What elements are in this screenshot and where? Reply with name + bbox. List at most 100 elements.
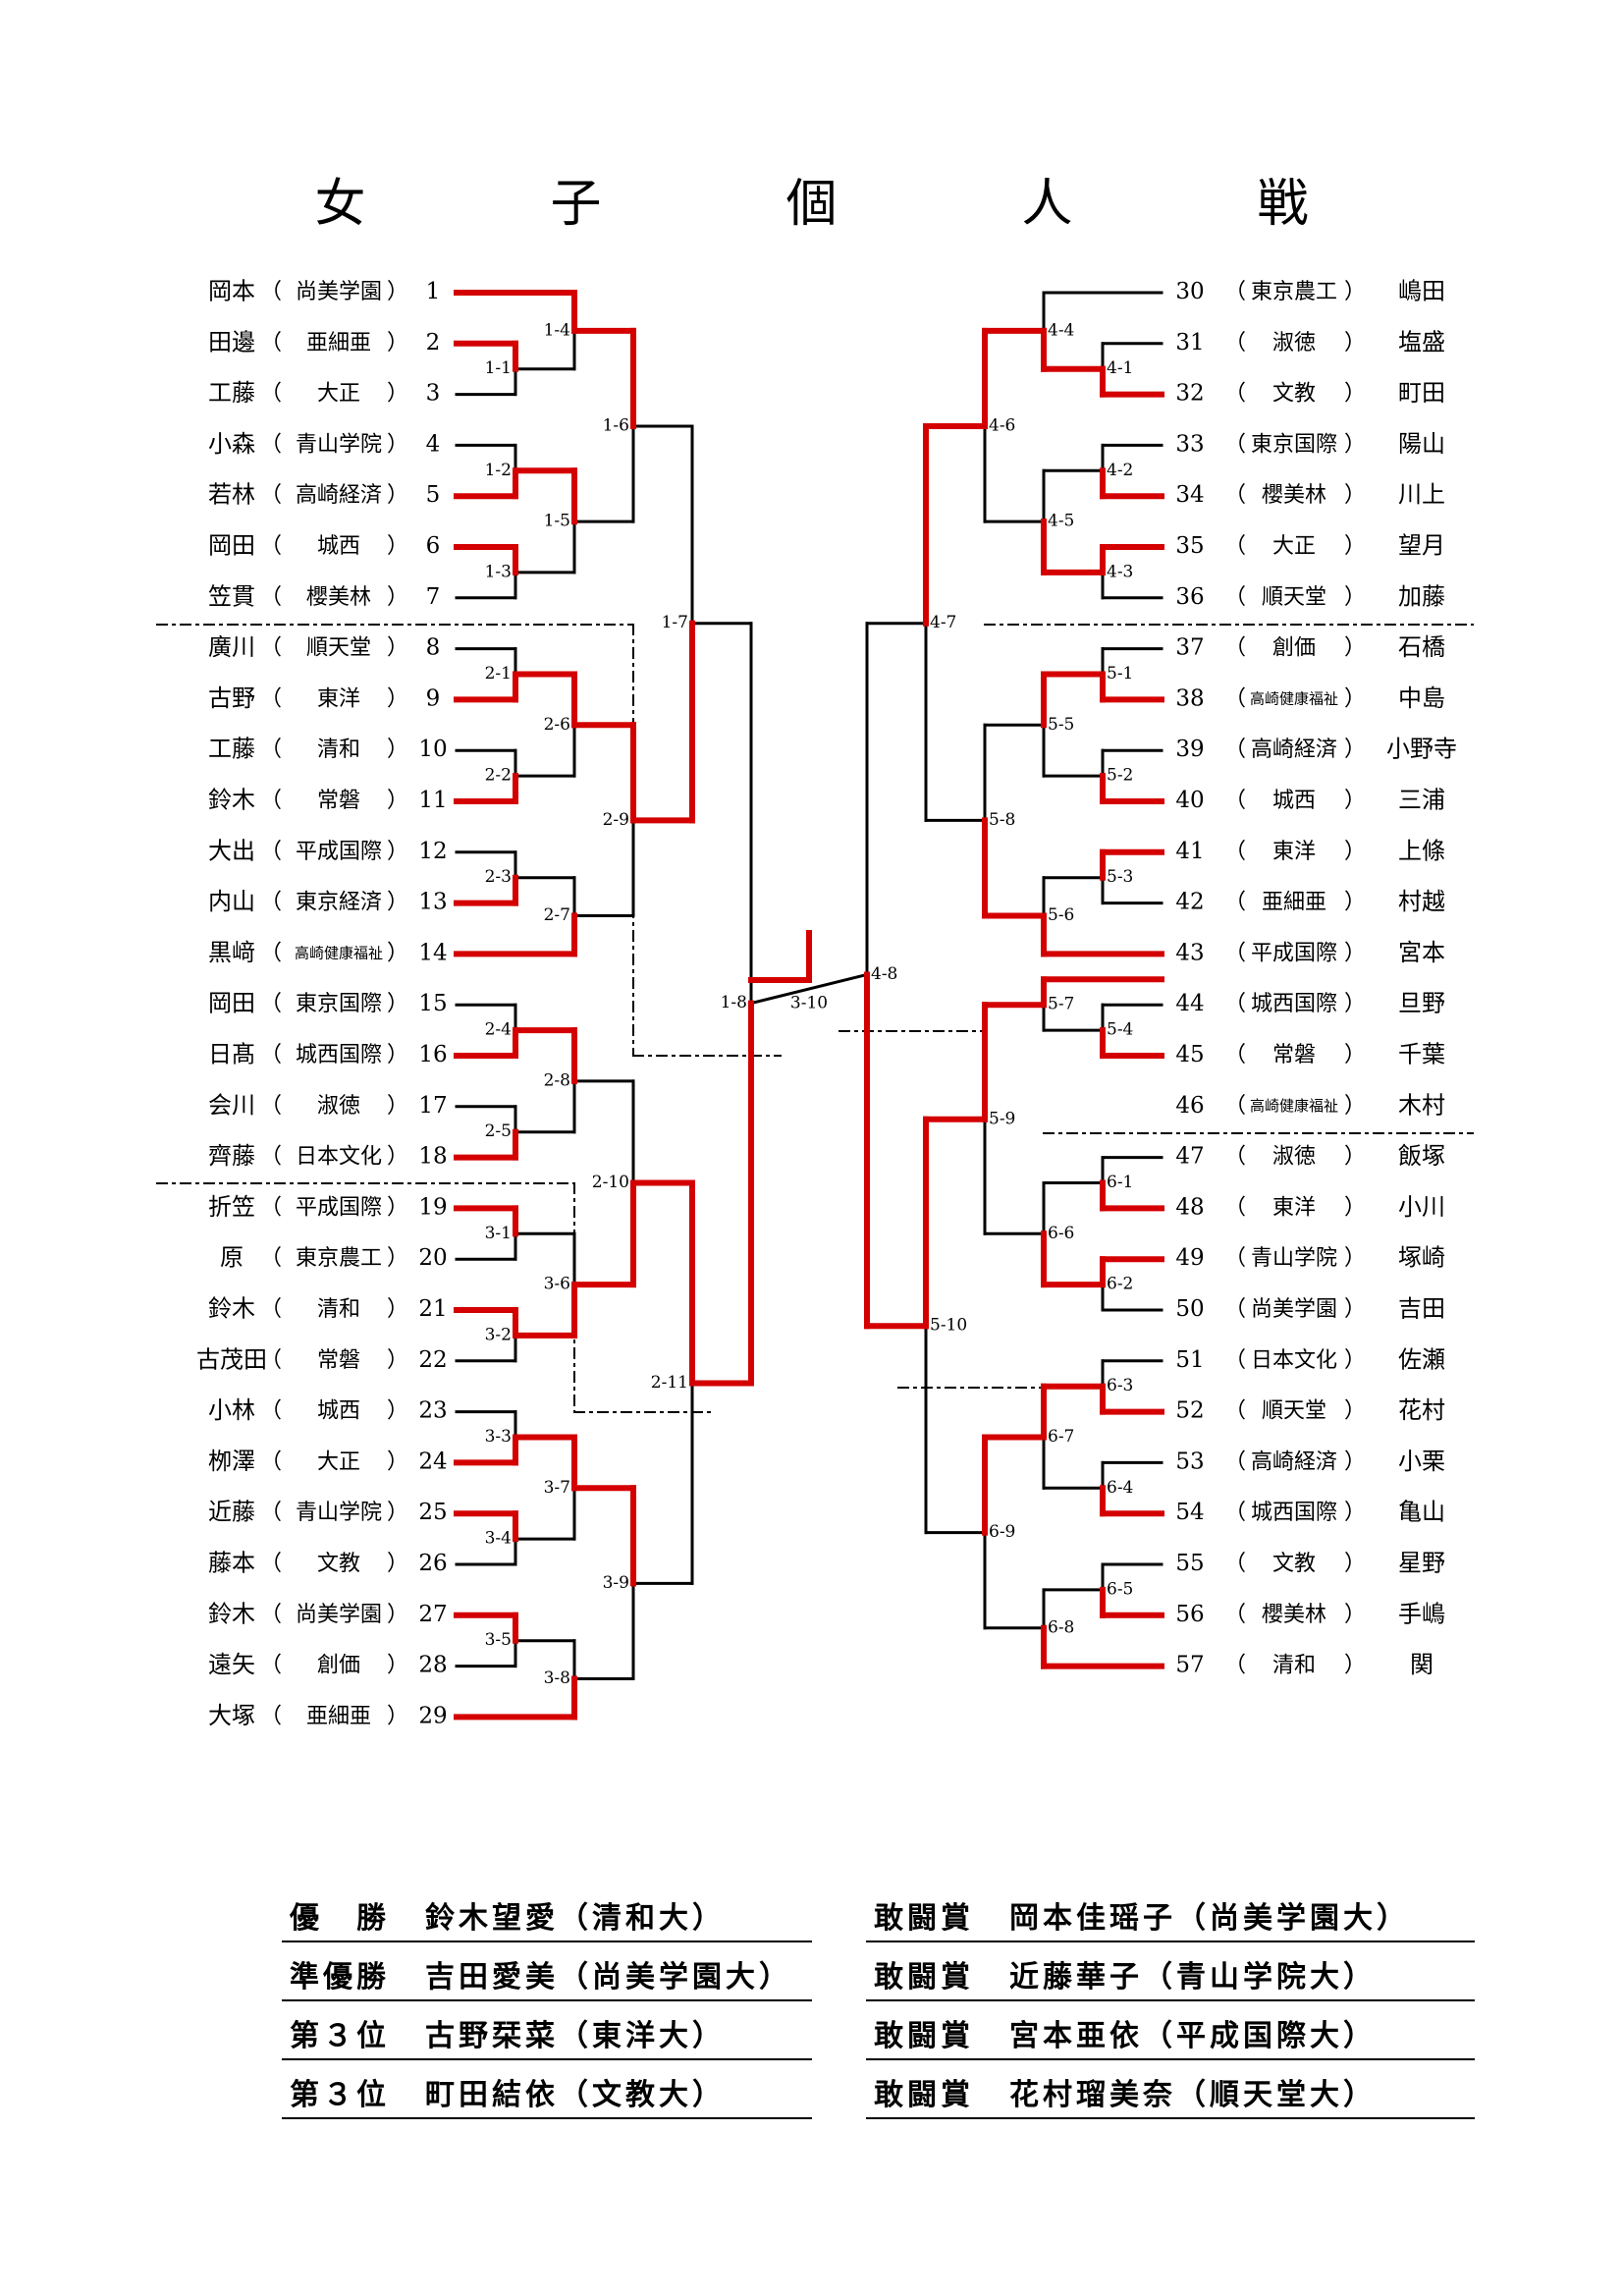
result-label: 敢闘賞 <box>874 2019 974 2053</box>
seed-number: 51 <box>1175 1347 1204 1373</box>
player-name: 工藤 <box>208 379 255 407</box>
paren-close: ） <box>1344 1348 1366 1373</box>
seed-number: 22 <box>418 1347 447 1373</box>
player-name: 岡田 <box>208 990 255 1017</box>
match-label: 1-3 <box>485 562 512 581</box>
player-school: 平成国際 <box>1251 941 1337 965</box>
player-name: 栁澤 <box>208 1448 255 1475</box>
player-school: 青山学院 <box>296 432 382 457</box>
player-school: 平成国際 <box>296 1195 382 1220</box>
paren-close: ） <box>1344 432 1366 457</box>
player-name: 原 <box>220 1244 243 1272</box>
result-name: 古野栞菜（東洋大） <box>425 2019 726 2053</box>
paren-close: ） <box>1344 1195 1366 1220</box>
paren-close: ） <box>1344 1145 1366 1170</box>
player-name: 齊藤 <box>208 1142 255 1170</box>
paren-close: ） <box>1344 1094 1366 1119</box>
paren-open: （ <box>1224 1145 1246 1170</box>
player-school: 清和 <box>1272 1654 1316 1678</box>
paren-open: （ <box>260 1603 282 1627</box>
player-name: 鈴木 <box>208 1600 255 1627</box>
match-label: 4-1 <box>1107 358 1133 378</box>
result-name: 鈴木望愛（清和大） <box>425 1901 726 1936</box>
result-name: 岡本佳瑶子（尚美学園大） <box>1009 1901 1410 1936</box>
match-label: 6-4 <box>1107 1478 1133 1498</box>
page-title: 女 子 個 人 戦 <box>314 175 1376 234</box>
result-label: 第３位 <box>290 2078 390 2112</box>
paren-open: （ <box>1224 1195 1246 1220</box>
paren-close: ） <box>387 686 408 711</box>
seed-number: 48 <box>1175 1194 1204 1220</box>
paren-open: （ <box>260 1094 282 1119</box>
seed-number: 41 <box>1175 839 1204 864</box>
player-school: 高崎経済 <box>1251 738 1337 762</box>
seed-number: 32 <box>1175 381 1204 407</box>
player-name: 加藤 <box>1398 582 1445 610</box>
paren-open: （ <box>260 992 282 1016</box>
paren-close: ） <box>1344 1603 1366 1627</box>
player-name: 千葉 <box>1398 1041 1445 1068</box>
seed-number: 30 <box>1175 279 1204 304</box>
paren-close: ） <box>387 1449 408 1474</box>
paren-close: ） <box>387 1094 408 1119</box>
paren-open: （ <box>1224 534 1246 559</box>
match-label: 2-10 <box>592 1173 629 1192</box>
player-school: 高崎経済 <box>296 483 382 508</box>
paren-open: （ <box>260 1449 282 1474</box>
paren-close: ） <box>387 534 408 559</box>
seed-number: 36 <box>1175 584 1204 610</box>
paren-open: （ <box>1224 941 1246 965</box>
seed-number: 40 <box>1175 788 1204 813</box>
player-school: 大正 <box>317 382 360 407</box>
seed-number: 16 <box>418 1042 447 1067</box>
player-name: 遠矢 <box>208 1651 255 1678</box>
player-school: 常磐 <box>1272 1043 1316 1067</box>
results-table-right: 敢闘賞 岡本佳瑶子（尚美学園大） 敢闘賞 近藤華子（青山学院大） 敢闘賞 宮本亜… <box>866 1884 1475 2119</box>
player-school: 淑徳 <box>1272 331 1316 355</box>
player-school: 文教 <box>1272 1552 1316 1576</box>
paren-open: （ <box>260 280 282 304</box>
paren-close: ） <box>387 1195 408 1220</box>
player-name: 岡田 <box>208 532 255 560</box>
match-label: 5-3 <box>1107 867 1133 887</box>
seed-number: 27 <box>418 1602 447 1627</box>
player-school: 高崎健康福祉 <box>1250 1097 1338 1115</box>
paren-close: ） <box>1344 1552 1366 1576</box>
paren-close: ） <box>1344 1654 1366 1678</box>
seed-number: 29 <box>418 1703 447 1728</box>
result-label: 準優勝 <box>290 1960 390 1995</box>
paren-close: ） <box>387 585 408 610</box>
seed-number: 24 <box>418 1449 447 1474</box>
paren-close: ） <box>1344 534 1366 559</box>
paren-close: ） <box>387 432 408 457</box>
player-name: 鈴木 <box>208 787 255 814</box>
match-label: 3-3 <box>485 1427 512 1447</box>
player-name: 嶋田 <box>1398 278 1445 305</box>
player-name: 小野寺 <box>1386 736 1457 763</box>
player-name: 中島 <box>1398 684 1445 712</box>
paren-close: ） <box>387 1654 408 1678</box>
match-label: 3-2 <box>485 1325 512 1344</box>
result-name: 町田結依（文教大） <box>425 2078 726 2112</box>
result-label: 第３位 <box>290 2019 390 2053</box>
paren-open: （ <box>260 585 282 610</box>
match-label: 3-1 <box>485 1224 512 1243</box>
result-row: 準優勝 吉田愛美（尚美学園大） <box>282 1942 812 2001</box>
player-school: 青山学院 <box>296 1501 382 1525</box>
paren-close: ） <box>387 1297 408 1322</box>
paren-open: （ <box>260 1704 282 1728</box>
paren-close: ） <box>387 1501 408 1525</box>
result-name: 宮本亜依（平成国際大） <box>1009 2019 1377 2053</box>
result-label: 敢闘賞 <box>874 2078 974 2112</box>
match-label: 1-7 <box>662 613 688 632</box>
paren-close: ） <box>1344 1449 1366 1474</box>
paren-close: ） <box>387 382 408 407</box>
seed-number: 3 <box>426 381 441 407</box>
player-name: 古茂田 <box>196 1345 267 1373</box>
player-school: 東京農工 <box>1251 280 1337 304</box>
result-name: 吉田愛美（尚美学園大） <box>425 1960 792 1995</box>
seed-number: 11 <box>418 788 447 813</box>
player-school: 東京国際 <box>1251 432 1337 457</box>
result-label: 敢闘賞 <box>874 1901 974 1936</box>
paren-open: （ <box>260 1297 282 1322</box>
